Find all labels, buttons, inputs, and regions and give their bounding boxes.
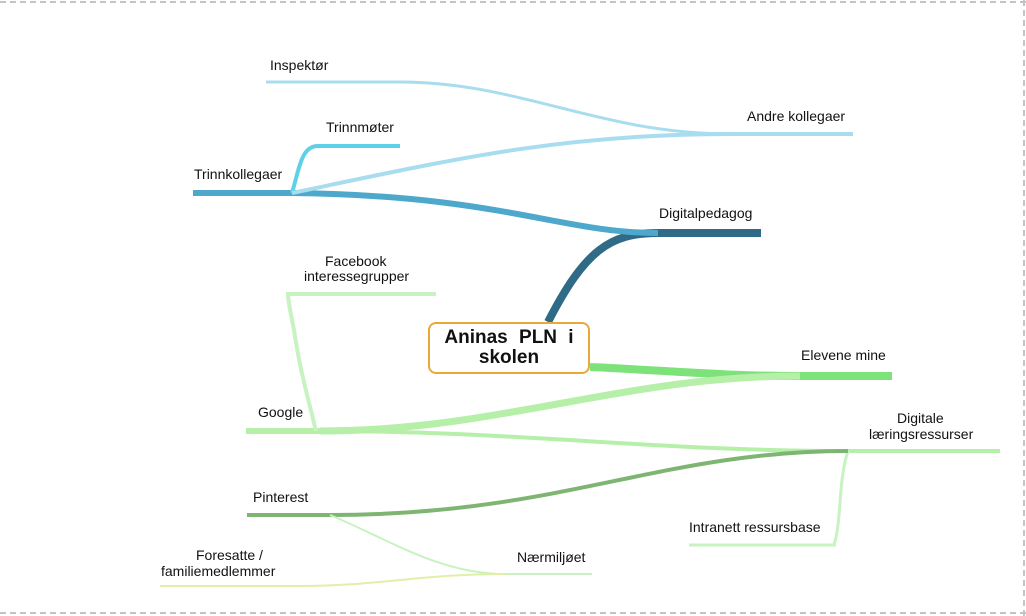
node-intranett[interactable]: Intranett ressursbase: [689, 519, 821, 535]
node-foresatte-line2[interactable]: familiemedlemmer: [161, 563, 276, 579]
central-topic-label: Aninas PLN i skolen: [444, 327, 574, 368]
branch-digitale-pinterest: [329, 449, 849, 517]
central-topic[interactable]: Aninas PLN i skolen: [428, 322, 590, 374]
node-andre-kollegaer[interactable]: Andre kollegaer: [747, 108, 846, 124]
branch-google-facebook: [286, 293, 318, 432]
node-facebook-line2[interactable]: interessegrupper: [304, 268, 410, 284]
right-border-line: [1023, 0, 1025, 616]
branch-digitale-intranett: [832, 450, 850, 546]
node-trinnmoter[interactable]: Trinnmøter: [326, 119, 394, 135]
node-inspektor[interactable]: Inspektør: [270, 57, 329, 73]
node-narmiljoet[interactable]: Nærmiljøet: [517, 549, 586, 565]
node-pinterest[interactable]: Pinterest: [253, 489, 309, 505]
branch-narmiljoet-foresatte: [299, 573, 506, 587]
branch-pinterest-narmiljoet: [329, 514, 506, 575]
node-elevene-mine[interactable]: Elevene mine: [801, 347, 886, 363]
top-border-line: [0, 1, 1026, 3]
branch-andrekollegaer-inspektor: [399, 80, 731, 136]
node-facebook-line1[interactable]: Facebook: [325, 253, 387, 269]
branch-google-digitale: [319, 429, 851, 453]
branch-trinnkollegaer-trinnmoter: [290, 144, 319, 194]
branch-center-digitalpedagog: [544, 229, 659, 324]
branch-trinnkollegaer-andrekollegaer: [291, 132, 731, 195]
node-foresatte-line1[interactable]: Foresatte /: [196, 547, 263, 563]
node-digitalpedagog[interactable]: Digitalpedagog: [659, 205, 753, 221]
node-digitale-line1[interactable]: Digitale: [897, 410, 944, 426]
branch-elevenemine-google: [319, 372, 801, 435]
node-google[interactable]: Google: [258, 404, 304, 420]
node-trinnkollegaer[interactable]: Trinnkollegaer: [194, 166, 283, 182]
branch-digitalpedagog-trinnkollegaer: [289, 190, 659, 236]
bottom-border-line: [0, 612, 1026, 614]
node-digitale-line2[interactable]: læringsressurser: [869, 426, 974, 442]
